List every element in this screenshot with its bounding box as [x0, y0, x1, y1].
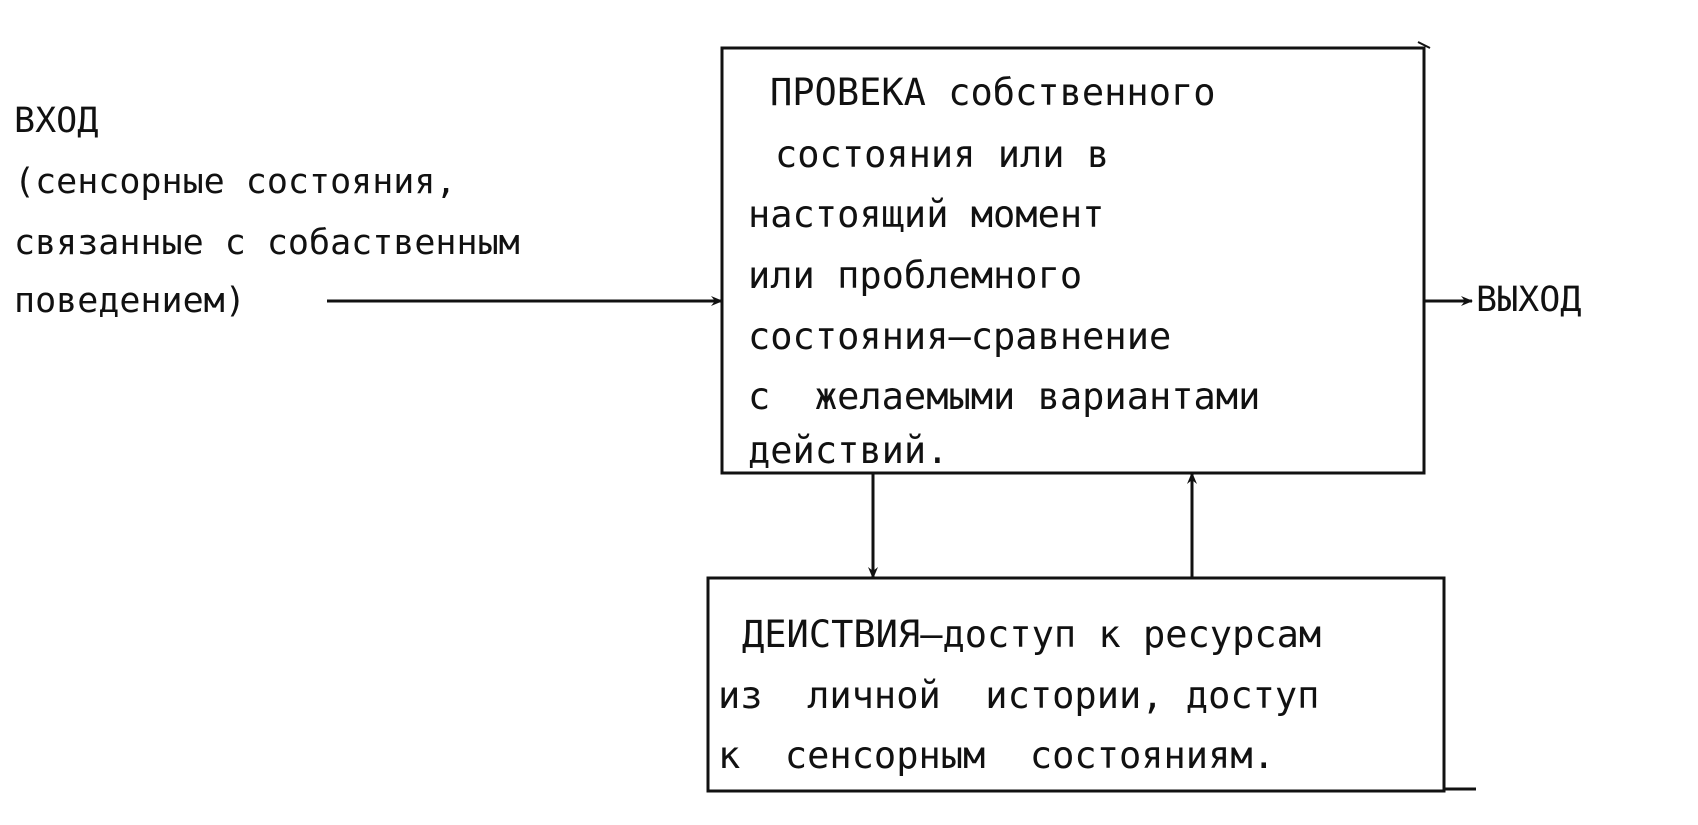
operate-box-line: ДЕИСТВИЯ–доступ к ресурсам [742, 613, 1322, 656]
input-title: ВХОД [14, 101, 99, 141]
input-desc-line: поведением) [14, 281, 246, 321]
operate-box-line: из личной истории, доступ [718, 674, 1320, 717]
input-desc-line: связанные с собаственным [14, 223, 520, 263]
test-box-line: настоящий момент [748, 193, 1105, 236]
test-box-corner-tick [1417, 41, 1431, 49]
test-box-line: состояния или в [775, 133, 1110, 176]
test-box-line: состояния–сравнение [748, 315, 1172, 358]
input-desc-line: (сенсорные состояния, [14, 162, 457, 202]
test-box-frame [720, 46, 1426, 475]
test-box-line: ПРОВЕКА собственного [770, 71, 1216, 114]
test-box-line: или проблемного [748, 254, 1083, 297]
operate-box-frame [706, 576, 1446, 793]
output-label: ВЫХОД [1476, 280, 1582, 320]
test-box-line: с желаемыми вариантами [748, 375, 1261, 418]
test-box-line: действий. [748, 429, 949, 472]
operate-box-line: к сенсорным состояниям. [718, 734, 1275, 777]
